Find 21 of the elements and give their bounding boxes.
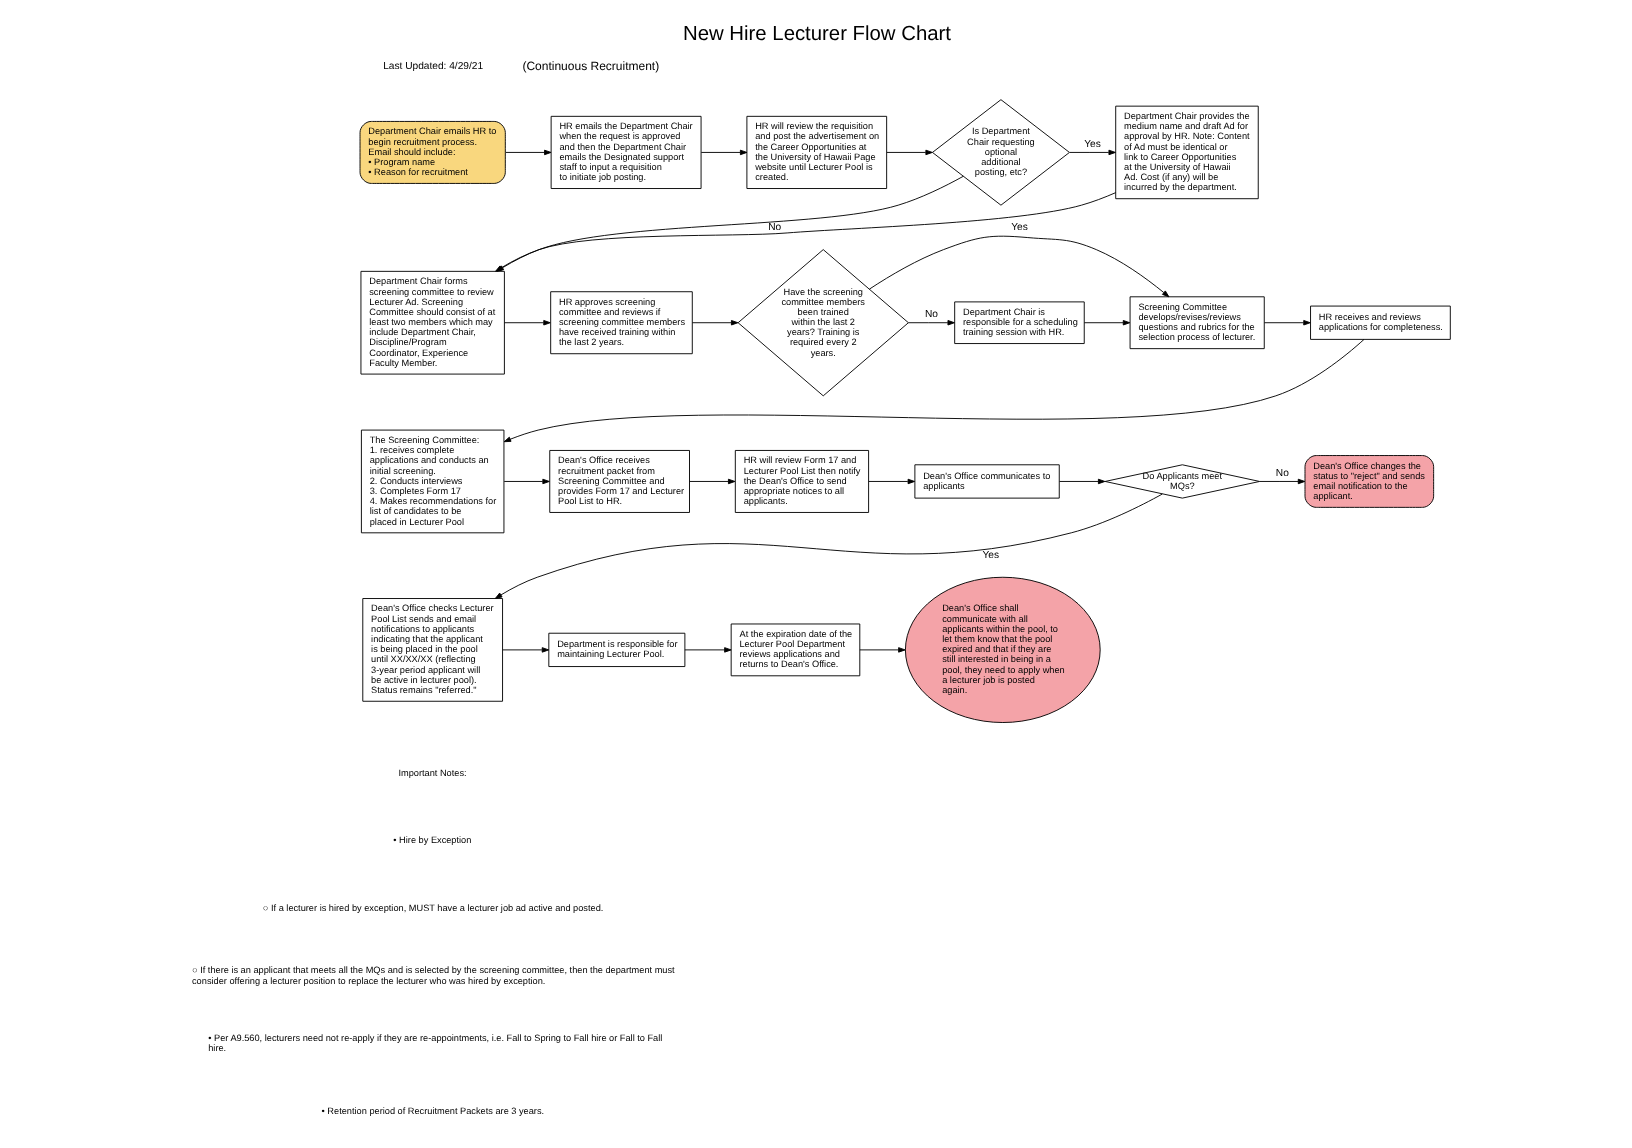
- arrow: [907, 320, 954, 326]
- arrow: [504, 149, 551, 156]
- arrow: [688, 478, 735, 485]
- arrow: [867, 478, 915, 485]
- arrow: [885, 149, 932, 156]
- arrow: [683, 647, 731, 653]
- arrow: [502, 478, 549, 485]
- arrow: [868, 235, 1169, 298]
- diagram-title: New Hire Lecturer Flow Chart: [682, 24, 950, 47]
- arrow: [699, 149, 747, 156]
- arrow: [501, 647, 549, 653]
- arrow: [690, 320, 738, 326]
- arrow: [502, 339, 1364, 443]
- arrow: [1068, 149, 1115, 156]
- arrow: [1263, 320, 1310, 326]
- arrow: [1258, 478, 1305, 485]
- arrow: [493, 493, 1162, 599]
- arrow: [503, 320, 550, 326]
- arrow: [858, 647, 905, 653]
- arrow: [1082, 320, 1130, 326]
- arrow: [1058, 478, 1105, 485]
